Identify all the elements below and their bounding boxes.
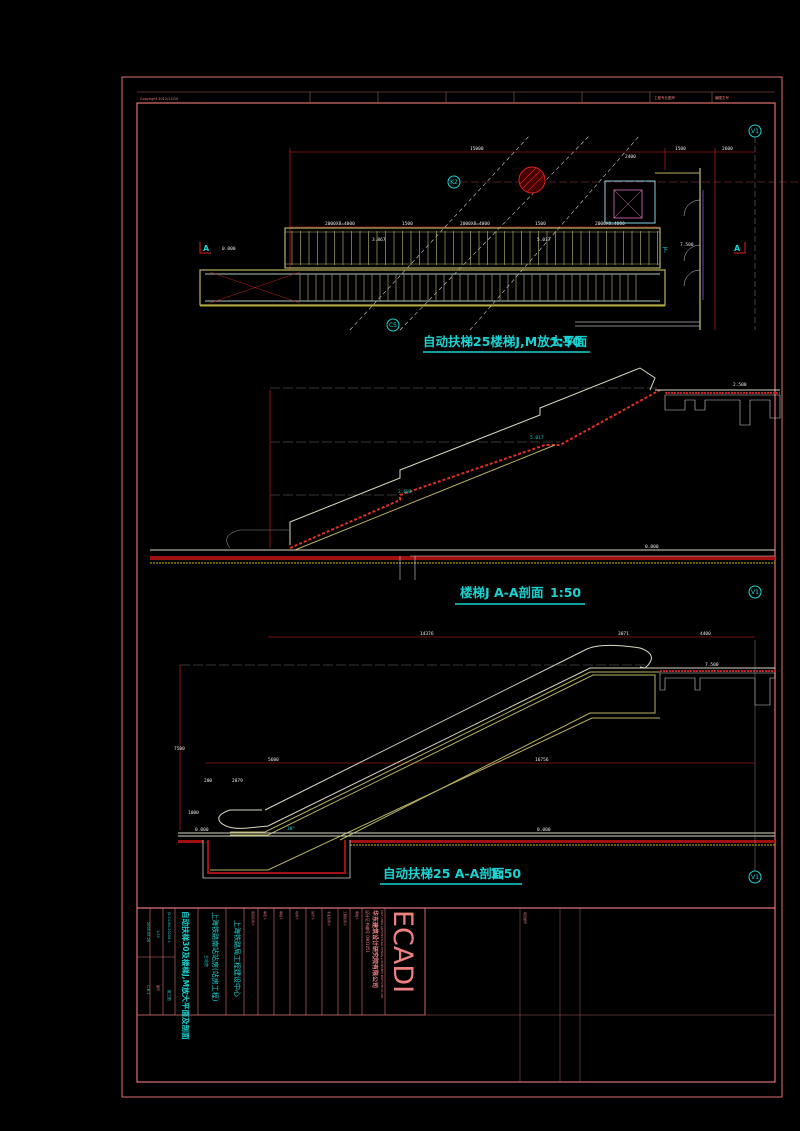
- section-25-dim: 2879: [232, 778, 243, 784]
- axis-bubble-c5: C5: [389, 322, 397, 329]
- role-label: 校对人: [295, 911, 300, 920]
- header-strip: Copyright 2012/12/10 工程专业图号 编图文号: [137, 91, 775, 103]
- role-label: 审定人: [263, 911, 268, 920]
- section-25-dim: 16756: [535, 757, 549, 763]
- axis-bubble-k2: K2: [450, 179, 458, 186]
- role-label: 专业负责人: [327, 911, 332, 926]
- inner-border: [136, 102, 776, 1083]
- section-j-title: 楼梯J A-A剖面: [460, 585, 544, 600]
- project-name: 上海铁路南站站房(站房工程): [211, 912, 220, 1002]
- certificate-number: 设计证书编号 0901051: [365, 910, 371, 954]
- section-25-angle: 30°: [287, 826, 295, 832]
- plan-dim: 1500: [675, 146, 686, 152]
- axis-bubble-v1: V1: [751, 874, 759, 881]
- section-25-dim: 1000: [188, 810, 199, 816]
- section-marker-left: A: [203, 244, 210, 253]
- date: 2005.05.26: [146, 922, 150, 942]
- section-25-dim: 14376: [420, 631, 434, 637]
- company-name: 华东建筑设计研究院有限公司: [371, 910, 379, 988]
- outer-border: [121, 76, 783, 1098]
- scale: 1:50: [156, 930, 160, 938]
- header-cell-2: 编图文号: [715, 95, 729, 100]
- plan-dim: 1500: [535, 221, 546, 227]
- header-cell-1: 工程专业图号: [654, 95, 675, 100]
- section-25-title: 自动扶梯25 A-A剖面: [383, 866, 505, 881]
- drawing-number: JS-C4-B4-20208-1: [167, 911, 171, 943]
- role-label: 设计人: [311, 911, 316, 920]
- direction-mark: 下: [662, 247, 668, 254]
- role-label: 审批人: [355, 911, 360, 920]
- section-marker-right: A: [734, 244, 741, 253]
- title-block: ECADI 华东建筑设计研究院有限公司 EAST CHINA ARCHITECT…: [136, 907, 775, 1082]
- plan-dim: 2000X8=4000: [460, 221, 490, 227]
- plan-level: 5.017: [537, 237, 551, 243]
- company-name-en: EAST CHINA ARCHITECTURAL DESIGN & RESEAR…: [380, 910, 384, 999]
- phase: 施工图: [167, 990, 172, 1001]
- section-25-dim: 4400: [700, 631, 711, 637]
- section-j-level: 5.017: [530, 435, 544, 441]
- plan-dim: 2000X8=4000: [325, 221, 355, 227]
- plan-level: 7.500: [680, 242, 694, 248]
- plan-dim: 2600: [722, 146, 733, 152]
- section-25-dim: 200: [204, 778, 212, 784]
- plan-dim: 1500: [402, 221, 413, 227]
- role-label: 工程负责人: [343, 911, 348, 926]
- section-25-dim: 5600: [268, 757, 279, 763]
- section-25-level: 0.000: [195, 827, 209, 833]
- elevator-shaft: [604, 180, 656, 224]
- section-25-level: 7.500: [705, 662, 719, 668]
- section-25-dim: 3071: [618, 631, 629, 637]
- axis-bubble-v1: V1: [751, 128, 759, 135]
- plan-view-scale: 1:50: [550, 334, 581, 349]
- role-label: 项目负责人: [251, 911, 256, 926]
- ecadi-logo: ECADI: [387, 910, 418, 993]
- escalator-plan: [199, 269, 666, 306]
- plan-dim: 2400: [625, 154, 636, 160]
- axis-bubble-v1: V1: [751, 589, 759, 596]
- plan-level: 3.867: [372, 237, 386, 243]
- stair-plan: [284, 227, 661, 269]
- section-25: 14376 3071 4400 5600 16756 2879 200 1000…: [174, 631, 776, 885]
- plan-view: 15000 2400 1500 2600 2000X8=4000 1500 20…: [199, 124, 800, 353]
- plan-dim: 2000X8=4000: [595, 221, 625, 227]
- copyright-text: Copyright 2012/12/10: [140, 97, 178, 101]
- client-name: 上海铁路局工程建设中心: [233, 920, 242, 997]
- section-25-dim: 7500: [174, 746, 185, 752]
- plan-view-title: 自动扶梯25楼梯J,M放大平面: [423, 334, 588, 349]
- section-j: 2.500 5.017 2.683 0.000 V1 楼梯J A-A剖面 1:5…: [150, 367, 781, 605]
- section-j-level: 2.683: [398, 489, 412, 495]
- section-j-level: 0.000: [645, 544, 659, 550]
- plan-dim: 15000: [470, 146, 484, 152]
- section-j-level: 2.500: [733, 382, 747, 388]
- section-j-scale: 1:50: [550, 585, 581, 600]
- sheet-label: 图号: [156, 985, 161, 991]
- section-25-scale: 1:50: [490, 866, 521, 881]
- version: C-B-1: [146, 985, 150, 994]
- drawing-title: 自动扶梯30及楼梯J,M放大平面及剖面: [181, 911, 191, 1040]
- plan-level: 0.000: [222, 246, 236, 252]
- side-label: 项目编号: [523, 912, 528, 924]
- sub-project: 主站房: [204, 955, 210, 967]
- section-25-level: 0.000: [537, 827, 551, 833]
- column-circle: [518, 166, 546, 194]
- role-label: 审核人: [279, 911, 284, 920]
